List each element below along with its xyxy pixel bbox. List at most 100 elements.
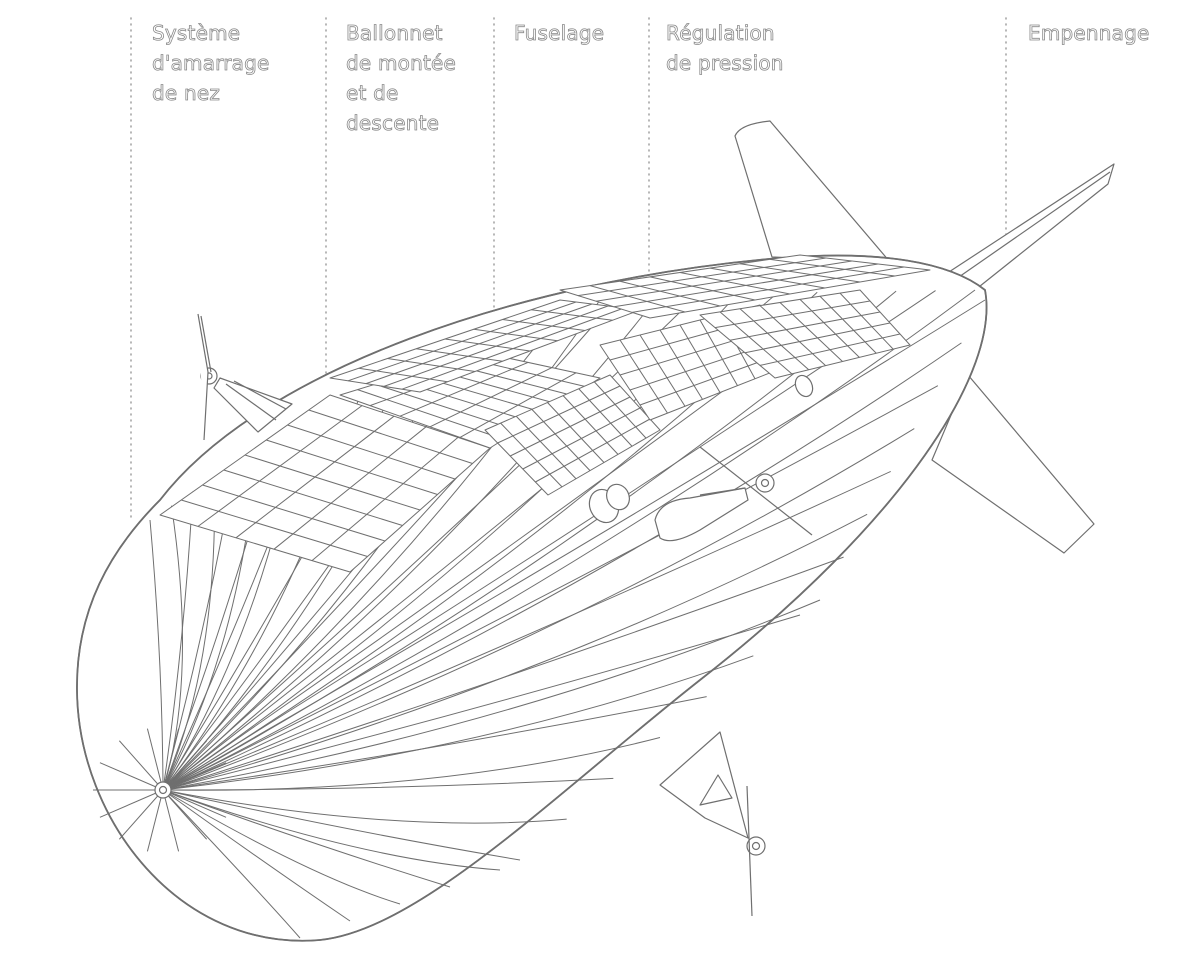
gore-line bbox=[162, 696, 707, 791]
panel-cell-line bbox=[744, 322, 891, 354]
gore-line bbox=[162, 470, 891, 791]
gore-line bbox=[162, 428, 915, 791]
callout-line: et de bbox=[346, 81, 399, 106]
panel-cell-line bbox=[769, 258, 896, 277]
panel-cell-line bbox=[399, 361, 529, 417]
callout-empennage: Empennage bbox=[1028, 18, 1150, 48]
nose-rib bbox=[162, 728, 180, 791]
gore-line bbox=[162, 299, 986, 791]
panel-cell-line bbox=[739, 263, 861, 283]
panel-cell-line bbox=[502, 319, 586, 331]
panel-cell-line bbox=[202, 484, 386, 542]
gore-line bbox=[162, 294, 621, 791]
nose-rib bbox=[162, 789, 180, 852]
gore-line bbox=[162, 789, 451, 888]
panel-cell-line bbox=[473, 328, 558, 342]
gore-line bbox=[162, 491, 194, 791]
nose-rib bbox=[118, 789, 164, 840]
panel-cell-line bbox=[531, 409, 591, 471]
panel-cell-line bbox=[509, 396, 631, 457]
panel-cell-line bbox=[500, 422, 563, 488]
panel-cell-line bbox=[562, 395, 619, 455]
gore-line bbox=[162, 294, 660, 791]
panel-cell-line bbox=[273, 426, 427, 550]
gore-line bbox=[162, 789, 501, 871]
rear-propulsion-unit bbox=[659, 731, 766, 917]
panel-cell-line bbox=[613, 263, 879, 308]
panel-cell-line bbox=[365, 303, 593, 385]
gore-line bbox=[162, 789, 521, 861]
panel-cell-line bbox=[759, 333, 901, 366]
solar-panel-arrays bbox=[159, 254, 931, 573]
callout-line: d'amarrage bbox=[152, 51, 270, 76]
panel-cell-line bbox=[595, 260, 853, 302]
panel-cell-line bbox=[594, 381, 647, 439]
nose-rib bbox=[99, 789, 164, 818]
panel-cell-line bbox=[709, 267, 826, 289]
callout-pressure-regulation: Régulation de pression bbox=[666, 18, 784, 78]
gore-line bbox=[162, 614, 801, 791]
panel-cell-line bbox=[497, 385, 621, 444]
panel-cell-line bbox=[181, 499, 368, 557]
panel-cell-line bbox=[444, 338, 531, 352]
panel-cell-line bbox=[619, 280, 721, 307]
panel-cell-line bbox=[357, 389, 504, 440]
upper-tail-fin bbox=[734, 120, 891, 263]
panel-cell-line bbox=[714, 300, 871, 329]
nose-rib bbox=[162, 789, 227, 818]
panel-cell-line bbox=[589, 285, 686, 313]
panel-cell-line bbox=[679, 272, 791, 295]
nose-rib bbox=[99, 762, 164, 791]
pressure-valves bbox=[588, 374, 814, 524]
rear-boom-edge bbox=[932, 171, 1111, 296]
panel-cell-line bbox=[839, 292, 894, 350]
nose-rib bbox=[162, 789, 208, 840]
gore-line bbox=[162, 655, 754, 791]
callout-nose-mooring: Système d'amarrage de nez bbox=[152, 18, 270, 108]
callout-line: Empennage bbox=[1028, 21, 1150, 46]
callout-line: descente bbox=[346, 111, 440, 136]
gore-line bbox=[149, 519, 164, 791]
gore-line bbox=[162, 789, 567, 824]
callout-line: Système bbox=[152, 21, 241, 46]
panel-cell-line bbox=[699, 319, 738, 386]
panel-cell-line bbox=[416, 348, 503, 362]
panel-cell-line bbox=[287, 424, 456, 480]
panel-cell-line bbox=[358, 367, 448, 383]
panel-cell-line bbox=[535, 418, 651, 483]
panel-cell-line bbox=[719, 311, 793, 375]
panel-cell-line bbox=[308, 409, 473, 464]
panel-cell-line bbox=[639, 334, 686, 407]
gore-line bbox=[162, 385, 939, 791]
panel-cell-line bbox=[347, 301, 577, 382]
gore-line bbox=[162, 789, 351, 922]
callout-line: Fuselage bbox=[514, 21, 605, 46]
nose-mooring-fitting bbox=[154, 781, 172, 799]
callout-line: de pression bbox=[666, 51, 784, 76]
panel-cell-line bbox=[649, 276, 756, 301]
hull-gore-lines bbox=[93, 289, 986, 939]
panel-cell-line bbox=[197, 405, 363, 527]
nose-rib bbox=[146, 728, 164, 791]
panel-cell-line bbox=[244, 454, 421, 511]
panel-cell-line bbox=[631, 266, 905, 313]
callout-line: Ballonnet bbox=[346, 21, 443, 46]
panel-cell-line bbox=[266, 439, 438, 495]
panel-cell-line bbox=[374, 383, 518, 431]
callout-line: Régulation bbox=[666, 21, 775, 46]
hull-outline bbox=[76, 254, 988, 942]
panel-cell-line bbox=[619, 339, 668, 414]
panel-cell-line bbox=[531, 309, 613, 321]
panel-cell-line bbox=[779, 302, 843, 362]
panel-cell-line bbox=[387, 358, 476, 372]
panel-cell-line bbox=[547, 402, 605, 463]
callout-ballonnet: Ballonnet de montée et de descente bbox=[346, 18, 457, 138]
callout-line: de montée bbox=[346, 51, 457, 76]
panel-cell-line bbox=[235, 415, 395, 539]
gore-line bbox=[162, 289, 976, 791]
panel-cell-line bbox=[679, 324, 721, 393]
panel-cell-line bbox=[515, 415, 577, 480]
nose-rib bbox=[118, 740, 164, 791]
